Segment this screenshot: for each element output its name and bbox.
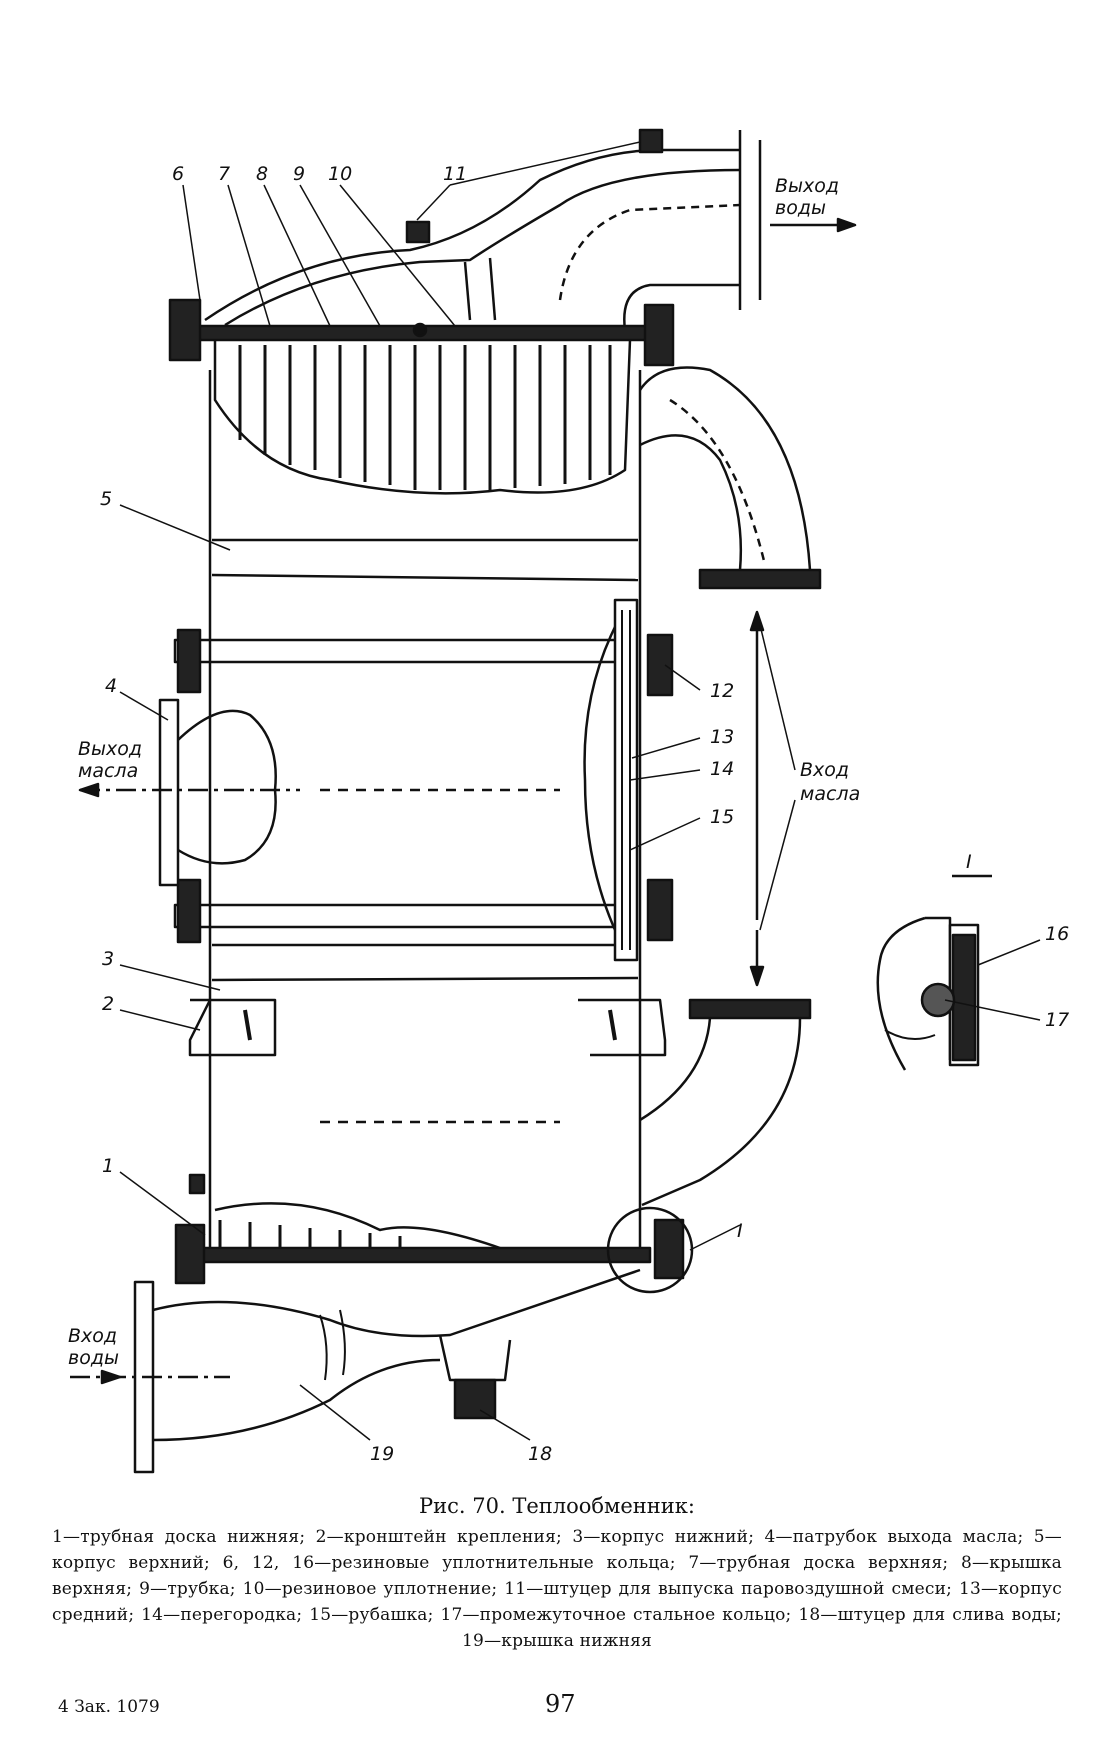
page-number: 97 (545, 1690, 576, 1718)
oil-outlet-note-line2: масла (78, 760, 138, 782)
part-label-17: 17 (1045, 1009, 1069, 1031)
shell-body (208, 370, 642, 1250)
part-label-9: 9 (293, 163, 305, 185)
part-label-19: 19 (370, 1443, 394, 1465)
figure-legend: 1—трубная доска нижняя; 2—кронштейн креп… (52, 1527, 1062, 1651)
oil-inlet-elbow (638, 366, 822, 590)
part-label-11: 11 (443, 163, 467, 185)
middle-section (173, 598, 674, 962)
figure-title: Рис. 70. Теплообменник: (419, 1494, 695, 1518)
oil-inlet-note-line2: масла (800, 783, 860, 805)
part-label-14: 14 (710, 758, 734, 780)
part-label-7: 7 (218, 163, 230, 185)
detail-mark: I (737, 1220, 743, 1242)
water-outlet-note-line1: Выход (775, 175, 839, 197)
detail-I-view (876, 874, 992, 1071)
part-label-8: 8 (256, 163, 268, 185)
water-outlet-note-line2: воды (775, 197, 826, 219)
oil-inlet-note-line1: Вход (800, 759, 849, 781)
part-label-6: 6 (172, 163, 184, 185)
part-label-5: 5 (100, 488, 112, 510)
part-label-18: 18 (528, 1443, 552, 1465)
part-label-16: 16 (1045, 923, 1069, 945)
heat-exchanger-drawing: 6 7 8 9 10 11 5 4 12 13 14 15 3 2 1 19 1… (68, 128, 1069, 1474)
part-label-15: 15 (710, 806, 734, 828)
lower-right-elbow (320, 998, 812, 1207)
upper-tube-bundle (168, 128, 675, 495)
detail-title: I (966, 851, 972, 873)
part-label-12: 12 (710, 680, 734, 702)
lower-cover (70, 1268, 641, 1474)
part-label-4: 4 (105, 675, 117, 697)
part-label-10: 10 (328, 163, 352, 185)
part-label-13: 13 (710, 726, 734, 748)
oil-outlet-nozzle (78, 698, 300, 887)
flow-arrows (749, 217, 857, 987)
flow-notes: Выход воды Выход масла Вход масла Вход в… (68, 175, 860, 1369)
order-footer: 4 Зак. 1079 (58, 1697, 160, 1717)
water-inlet-note-line1: Вход (68, 1325, 117, 1347)
part-label-2: 2 (102, 993, 114, 1015)
part-labels: 6 7 8 9 10 11 5 4 12 13 14 15 3 2 1 19 1… (100, 163, 1069, 1465)
part-label-1: 1 (102, 1155, 114, 1177)
upper-cover (204, 130, 762, 331)
part-label-3: 3 (102, 948, 114, 970)
lower-tube-plate (174, 1173, 694, 1294)
leader-lines (119, 141, 1041, 1441)
mounting-brackets (188, 998, 667, 1057)
water-inlet-note-line2: воды (68, 1347, 119, 1369)
oil-outlet-note-line1: Выход (78, 738, 142, 760)
